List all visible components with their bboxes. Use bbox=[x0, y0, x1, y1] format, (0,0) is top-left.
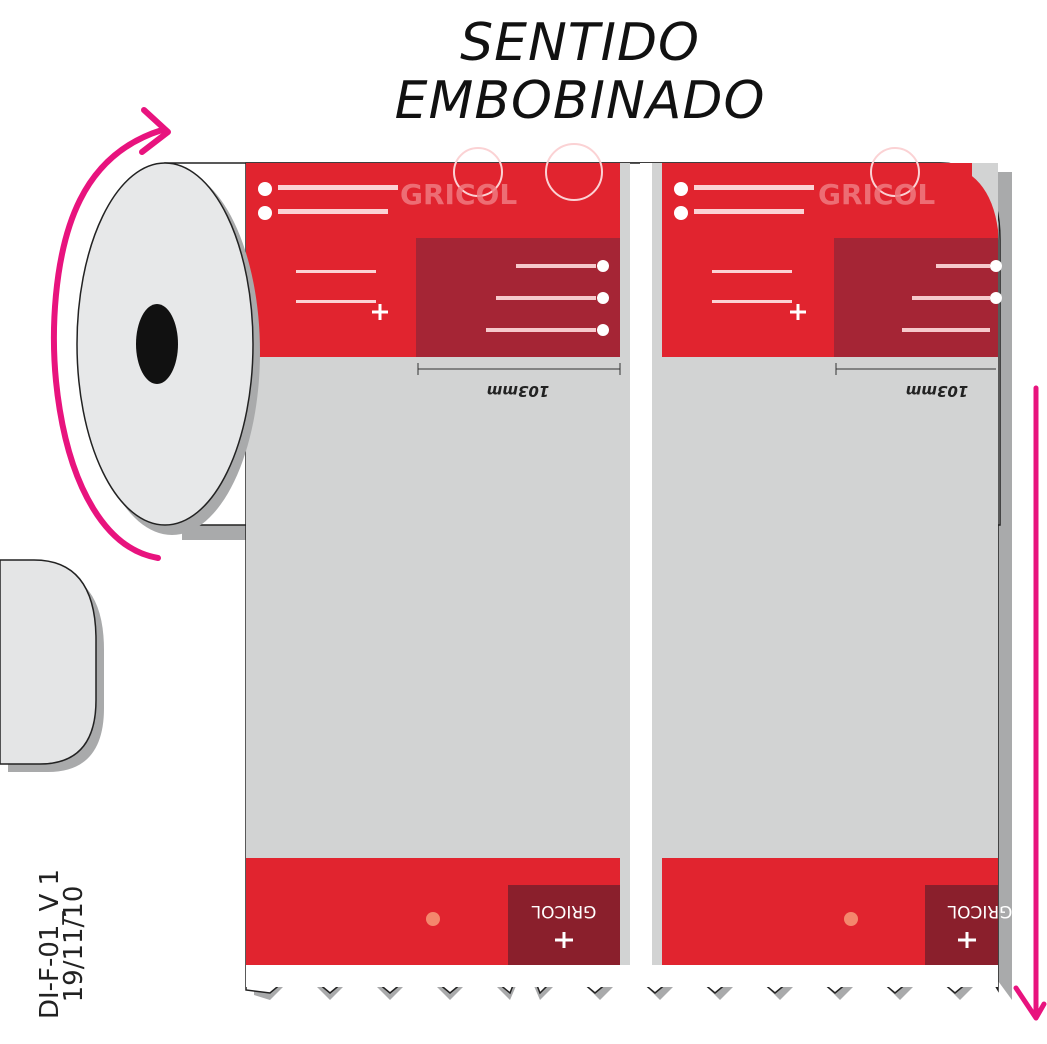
label-1-panel-text-3 bbox=[486, 328, 596, 332]
roll-core-hole bbox=[136, 304, 178, 384]
label-2-red-text-2 bbox=[712, 300, 792, 303]
document-code: DI-F-01_V 1 19/11/10 bbox=[35, 844, 89, 1044]
label-1-panel-text bbox=[516, 264, 596, 268]
label-1-logo-icon bbox=[372, 304, 388, 320]
label-2-brand-upper: GRICOL bbox=[818, 178, 935, 211]
label-1: GRICOL 103mm GRICOL bbox=[246, 143, 630, 965]
label-2-bullet-icon-2 bbox=[674, 206, 688, 220]
title-line-2: EMBOBINADO bbox=[394, 71, 766, 131]
label-2-red-text bbox=[712, 270, 792, 273]
label-2-text-line-2 bbox=[694, 209, 804, 214]
label-2: GRICOL 103mm GRICOL bbox=[652, 147, 1012, 965]
label-1-seal-icon bbox=[453, 147, 503, 197]
label-2-top-band-curve bbox=[940, 163, 998, 233]
label-1-bullet-icon bbox=[258, 182, 272, 196]
label-2-dimension-label: 103mm bbox=[906, 382, 969, 400]
label-2-icon-a bbox=[990, 260, 1002, 272]
label-2-icon-b bbox=[990, 292, 1002, 304]
direction-arrow bbox=[1013, 385, 1047, 1021]
label-1-brand-upper: GRICOL bbox=[400, 178, 517, 211]
label-1-icon-a bbox=[597, 260, 609, 272]
label-gap bbox=[640, 163, 652, 965]
curved-arrow-icon bbox=[51, 127, 165, 561]
label-1-top-band bbox=[246, 163, 620, 233]
rotation-arrow bbox=[51, 107, 171, 561]
label-1-text-line bbox=[278, 185, 398, 190]
title-line-1: SENTIDO bbox=[460, 13, 700, 73]
label-1-seal-icon-2 bbox=[545, 143, 603, 201]
label-1-bottom-logo-panel bbox=[508, 885, 620, 965]
roll-end-face bbox=[76, 162, 260, 535]
bottom-liner-strip bbox=[246, 965, 998, 987]
second-roll-body bbox=[0, 559, 97, 765]
label-2-panel-text-3 bbox=[902, 328, 990, 332]
diagram-title: SENTIDO EMBOBINADO bbox=[300, 14, 860, 130]
label-1-brand-lower: GRICOL bbox=[531, 901, 596, 921]
label-1-bottom-logo-icon bbox=[555, 932, 573, 948]
second-roll bbox=[0, 559, 104, 772]
label-2-top-band bbox=[662, 163, 972, 233]
label-2-seal-icon bbox=[870, 147, 920, 197]
label-2-panel-text-2 bbox=[912, 296, 990, 300]
label-1-bottom-dot-icon bbox=[426, 912, 440, 926]
label-2-brand-lower: GRICOL bbox=[947, 901, 1012, 921]
label-2-logo-icon bbox=[790, 304, 806, 320]
label-2-bullet-icon bbox=[674, 182, 688, 196]
label-2-bottom-logo-icon bbox=[958, 932, 976, 948]
label-1-icon-c bbox=[597, 324, 609, 336]
label-2-bottom-dot-icon bbox=[844, 912, 858, 926]
down-arrow-head-icon bbox=[1013, 985, 1047, 1021]
label-1-bullet-icon-2 bbox=[258, 206, 272, 220]
label-1-panel-text-2 bbox=[496, 296, 596, 300]
label-1-dimension-label: 103mm bbox=[487, 382, 550, 400]
label-1-text-line-2 bbox=[278, 209, 388, 214]
label-2-panel-text bbox=[936, 264, 990, 268]
document-code-date: 19/11/10 bbox=[59, 885, 89, 1003]
label-1-red-text bbox=[296, 270, 376, 273]
label-1-red-text-2 bbox=[296, 300, 376, 303]
label-2-bottom-logo-panel bbox=[925, 885, 998, 965]
label-1-icon-b bbox=[597, 292, 609, 304]
label-2-text-line bbox=[694, 185, 814, 190]
curved-arrow-head-icon bbox=[139, 107, 171, 155]
